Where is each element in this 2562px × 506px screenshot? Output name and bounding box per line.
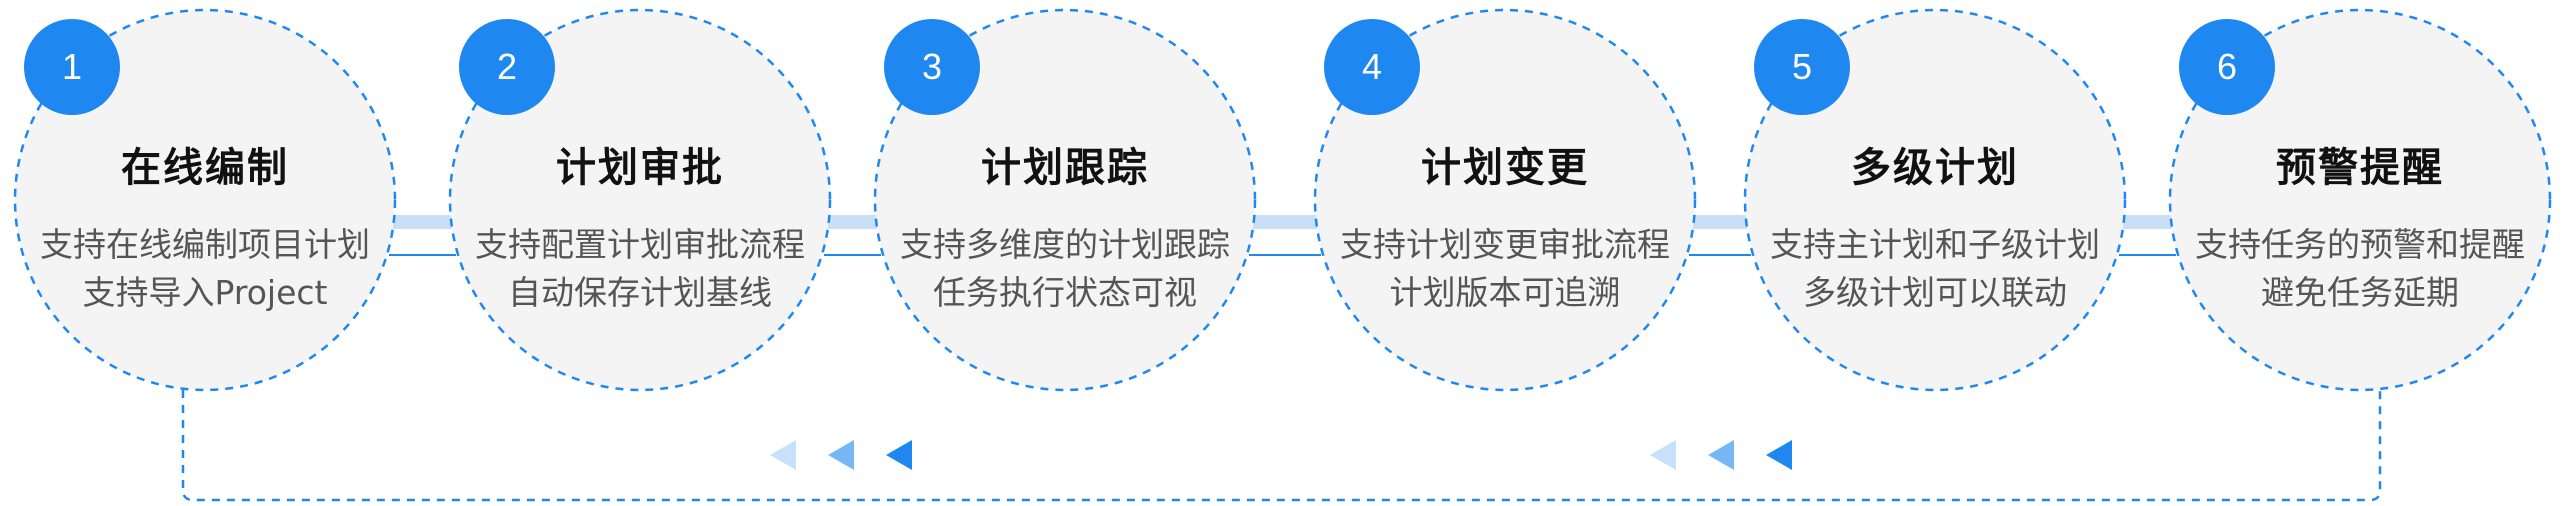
arrow-left-icon	[828, 440, 854, 470]
step-circle	[1313, 8, 1697, 392]
step-description-line-2: 自动保存计划基线	[508, 273, 772, 312]
step-title: 预警提醒	[2276, 145, 2444, 191]
step-5: 多级计划 支持主计划和子级计划 多级计划可以联动	[1745, 10, 2125, 390]
step-title: 计划变更	[1421, 145, 1589, 191]
step-2: 计划审批 支持配置计划审批流程 自动保存计划基线	[450, 10, 830, 390]
step-description-line-2: 任务执行状态可视	[933, 273, 1197, 312]
arrow-left-icon	[886, 440, 912, 470]
arrow-left-icon	[1708, 440, 1734, 470]
step-circle	[13, 8, 397, 392]
step-description-line-1: 支持配置计划审批流程	[475, 225, 805, 264]
step-description-line-2: 避免任务延期	[2261, 273, 2459, 312]
step-circle	[2168, 8, 2552, 392]
step-number-badge: 4	[1324, 19, 1420, 115]
arrow-left-icon	[1766, 440, 1792, 470]
return-loop-line	[181, 390, 2382, 502]
step-title: 多级计划	[1851, 145, 2019, 191]
step-description-line-2: 计划版本可追溯	[1389, 273, 1621, 312]
step-number-badge: 1	[24, 19, 120, 115]
step-title: 计划审批	[556, 145, 724, 191]
arrow-left-icon	[1650, 440, 1676, 470]
step-description-line-1: 支持计划变更审批流程	[1340, 225, 1670, 264]
arrow-left-icon	[770, 440, 796, 470]
step-circle	[448, 8, 832, 392]
step-title: 计划跟踪	[981, 145, 1149, 191]
step-description-line-1: 支持在线编制项目计划	[40, 225, 370, 264]
step-description-line-2: 支持导入Project	[82, 273, 328, 312]
step-circle	[873, 8, 1257, 392]
step-description-line-1: 支持任务的预警和提醒	[2195, 225, 2525, 264]
step-title: 在线编制	[121, 145, 289, 191]
step-number-badge: 6	[2179, 19, 2275, 115]
step-4: 计划变更 支持计划变更审批流程 计划版本可追溯	[1315, 10, 1695, 390]
step-circle	[1743, 8, 2127, 392]
step-description-line-1: 支持多维度的计划跟踪	[900, 225, 1230, 264]
step-number-badge: 3	[884, 19, 980, 115]
step-number-badge: 2	[459, 19, 555, 115]
step-6: 预警提醒 支持任务的预警和提醒 避免任务延期	[2170, 10, 2550, 390]
step-description-line-2: 多级计划可以联动	[1803, 273, 2067, 312]
step-3: 计划跟踪 支持多维度的计划跟踪 任务执行状态可视	[875, 10, 1255, 390]
step-description-line-1: 支持主计划和子级计划	[1770, 225, 2100, 264]
step-number-badge: 5	[1754, 19, 1850, 115]
step-1: 在线编制 支持在线编制项目计划 支持导入Project	[15, 10, 395, 390]
